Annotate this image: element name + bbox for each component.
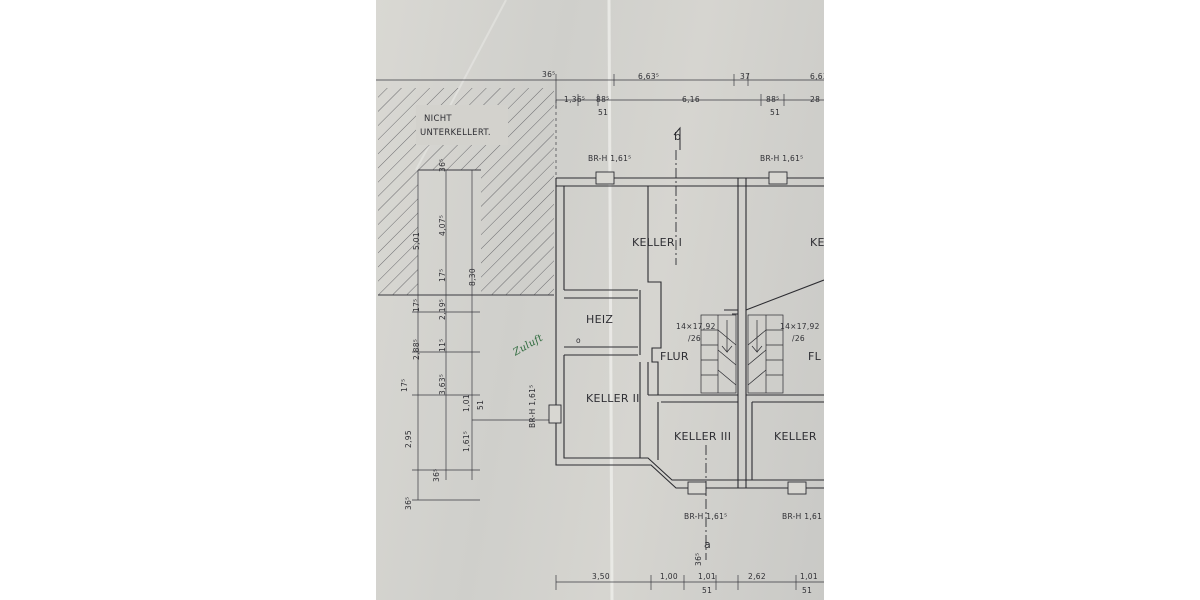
room-keller-2: KELLER II	[586, 392, 640, 405]
blueprint-paper: NICHT UNTERKELLERT. KELLER I KE HEIZ FLU…	[376, 0, 824, 600]
dim-bottom-6: 2,62	[748, 572, 766, 581]
dim-left-11: 3,63⁵	[438, 373, 447, 395]
dim-left-10: 17⁵	[400, 378, 409, 392]
dim-bottom-2: 1,00	[660, 572, 678, 581]
br-h-top-right: BR-H 1,61⁵	[760, 154, 804, 163]
bottom-dimension-lines	[555, 575, 824, 590]
dim-left-16: 36⁵	[432, 468, 441, 482]
dim-left-8: 2,88⁵	[412, 338, 421, 360]
section-line	[675, 150, 707, 560]
br-h-side: BR-H 1,61⁵	[528, 384, 537, 429]
dim-left-3: 4,07⁵	[438, 214, 447, 236]
stair-right-label-1: 14×17,92	[780, 322, 820, 331]
stair-right-label-2: /26	[792, 334, 805, 343]
dim-top-2: 6,63⁵	[638, 72, 660, 81]
dim-bottom-4: 1,01	[698, 572, 716, 581]
top-dimension-lines	[376, 74, 824, 178]
dim-left-12: 1,01	[462, 394, 471, 412]
room-flur-right: FL	[808, 350, 822, 363]
room-keller-3: KELLER III	[674, 430, 732, 443]
section-mark-bottom: a	[704, 538, 712, 551]
unterkellert-hatch-zone	[378, 88, 554, 296]
dim-left-5: 17⁵	[438, 268, 447, 282]
dim-left-4: 8,30	[468, 268, 477, 286]
dim-top-1: 36⁵	[542, 70, 556, 79]
unterkellert-note-line1: NICHT	[424, 114, 452, 124]
dim-top-4: 6,63	[810, 72, 824, 81]
br-h-top-left: BR-H 1,61⁵	[588, 154, 632, 163]
dim-left-17: 36⁵	[404, 496, 413, 510]
paper-fold-vertical	[607, 0, 614, 600]
stair-left-label-1: 14×17,92	[676, 322, 716, 331]
unterkellert-note-line2: UNTERKELLERT.	[420, 128, 491, 138]
dim-top-7: 51	[598, 108, 609, 117]
dim-bottom-3: 36⁵	[694, 552, 703, 566]
dim-left-1: 36⁵	[438, 158, 447, 172]
stairs-right	[747, 314, 784, 394]
section-arrow-top	[673, 126, 681, 150]
dim-bottom-7: 1,01	[800, 572, 818, 581]
room-keller-1: KELLER I	[632, 236, 683, 249]
room-keller-1-right: KE	[810, 236, 824, 249]
dim-top-11: 28	[810, 95, 821, 104]
dim-top-9: 88⁵	[766, 95, 780, 104]
dim-left-6: 17⁵	[412, 298, 421, 312]
walls	[555, 177, 824, 489]
dim-top-6: 88⁵	[596, 95, 610, 104]
dim-top-3: 37	[740, 72, 751, 81]
section-mark-top: b	[674, 130, 682, 143]
dim-left-9: 11⁵	[438, 338, 447, 352]
dim-left-14: 2,95	[404, 430, 413, 448]
room-keller-right: KELLER	[774, 430, 817, 443]
dim-top-8: 6,16	[682, 95, 700, 104]
stairs-left	[700, 314, 737, 394]
stair-left-label-2: /26	[688, 334, 701, 343]
dim-top-10: 51	[770, 108, 781, 117]
dim-bottom-5: 51	[702, 586, 713, 595]
dim-bottom-1: 3,50	[592, 572, 610, 581]
dim-left-13: 51	[476, 399, 485, 410]
dim-bottom-8: 51	[802, 586, 813, 595]
heiz-symbol: o	[576, 336, 581, 345]
window-markers	[548, 171, 807, 495]
dim-left-15: 1,61⁵	[462, 430, 471, 452]
dim-left-7: 2,19⁵	[438, 298, 447, 320]
floor-plan-drawing	[376, 0, 824, 600]
br-h-bottom-right: BR-H 1,61	[782, 512, 823, 521]
dim-left-2: 5,01	[412, 232, 421, 250]
room-flur: FLUR	[660, 350, 689, 363]
br-h-bottom-left: BR-H 1,61⁵	[684, 512, 728, 521]
dim-top-5: 1,36⁵	[564, 95, 586, 104]
room-heiz: HEIZ	[586, 313, 614, 326]
left-dimension-lines	[412, 170, 551, 501]
